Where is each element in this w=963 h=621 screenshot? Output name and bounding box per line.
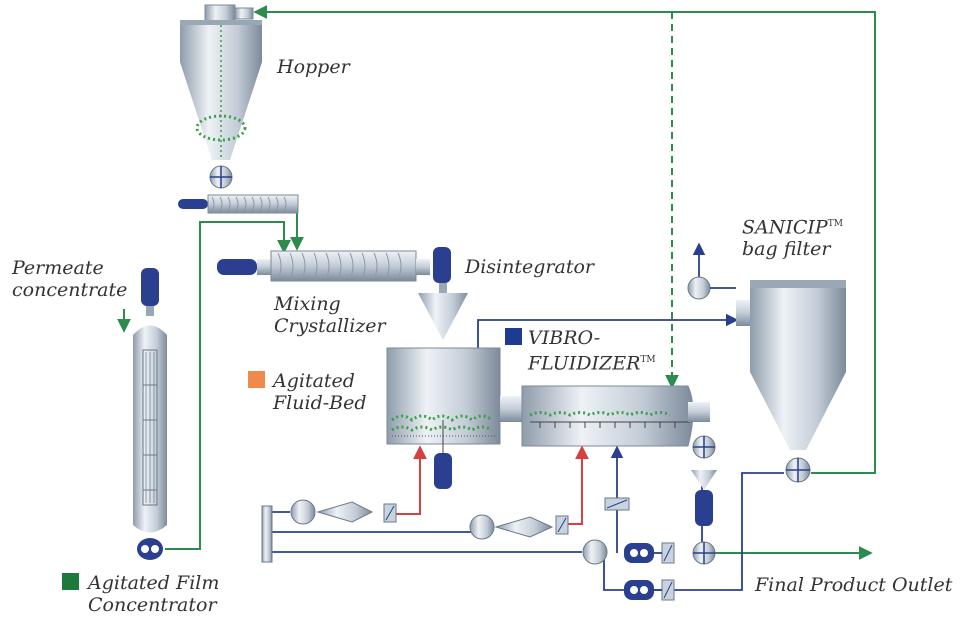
hot-air-fluidbed [395,445,427,515]
fluidbed-to-filter-line [477,313,739,348]
mixing-crystallizer-label: Mixing Crystallizer [274,293,386,337]
film-label-line1: Agitated Film [88,572,220,594]
vibro-fluidizer [521,385,717,526]
hopper [180,4,262,189]
hopper-particles [195,114,247,142]
sanicip-bag-filter [687,276,846,483]
disintegrator [418,247,468,340]
permeate-label: Permeate concentrate [12,257,127,301]
permeate-label-line2: concentrate [12,279,128,301]
film-concentrator-label: Agitated Film Concentrator [88,572,219,616]
vibro-label-line2: FLUIDIZER [528,352,641,375]
film-swatch [62,573,79,590]
fluid-bed-label: Agitated Fluid-Bed [273,370,367,414]
agitated-film-concentrator [133,268,167,560]
bag-filter-label-line2: bag filter [742,238,831,261]
vibro-tm: TM [640,355,656,365]
mixing-label-line1: Mixing [274,293,341,315]
air-handling-units [261,497,716,601]
vibro-label-line1: VIBRO- [528,327,601,349]
hot-air-lines [395,445,589,525]
bag-filter-return-line [811,300,876,474]
hot-air-vibro [568,445,589,525]
mixing-label-line2: Crystallizer [274,315,386,337]
film-to-crystallizer-line [165,221,291,550]
permeate-label-line1: Permeate [12,257,104,279]
bag-filter-label: SANICIPTM bag filter [742,213,843,260]
hopper-screw-conveyor [178,194,299,214]
mixing-crystallizer [217,250,430,282]
agitated-fluid-bed [386,347,522,489]
fluidbed-swatch [248,371,265,388]
return-line-top [253,5,876,300]
disintegrator-label: Disintegrator [465,256,594,278]
film-label-line2: Concentrator [88,594,217,616]
hopper-label: Hopper [277,56,350,78]
fluidbed-label-line2: Fluid-Bed [273,392,367,414]
bag-filter-tm: TM [827,219,843,229]
fluidbed-label-line1: Agitated [273,370,355,392]
green-flow-lines [117,5,876,560]
outlet-label: Final Product Outlet [755,574,953,596]
filter-fan [687,276,711,300]
vibro-fluidizer-label: VIBRO- FLUIDIZERTM [528,327,656,374]
film-pump [137,538,163,560]
bag-filter-label-line1: SANICIP [742,216,828,239]
vibro-swatch [505,328,522,345]
air-loop-bottom [603,472,784,591]
